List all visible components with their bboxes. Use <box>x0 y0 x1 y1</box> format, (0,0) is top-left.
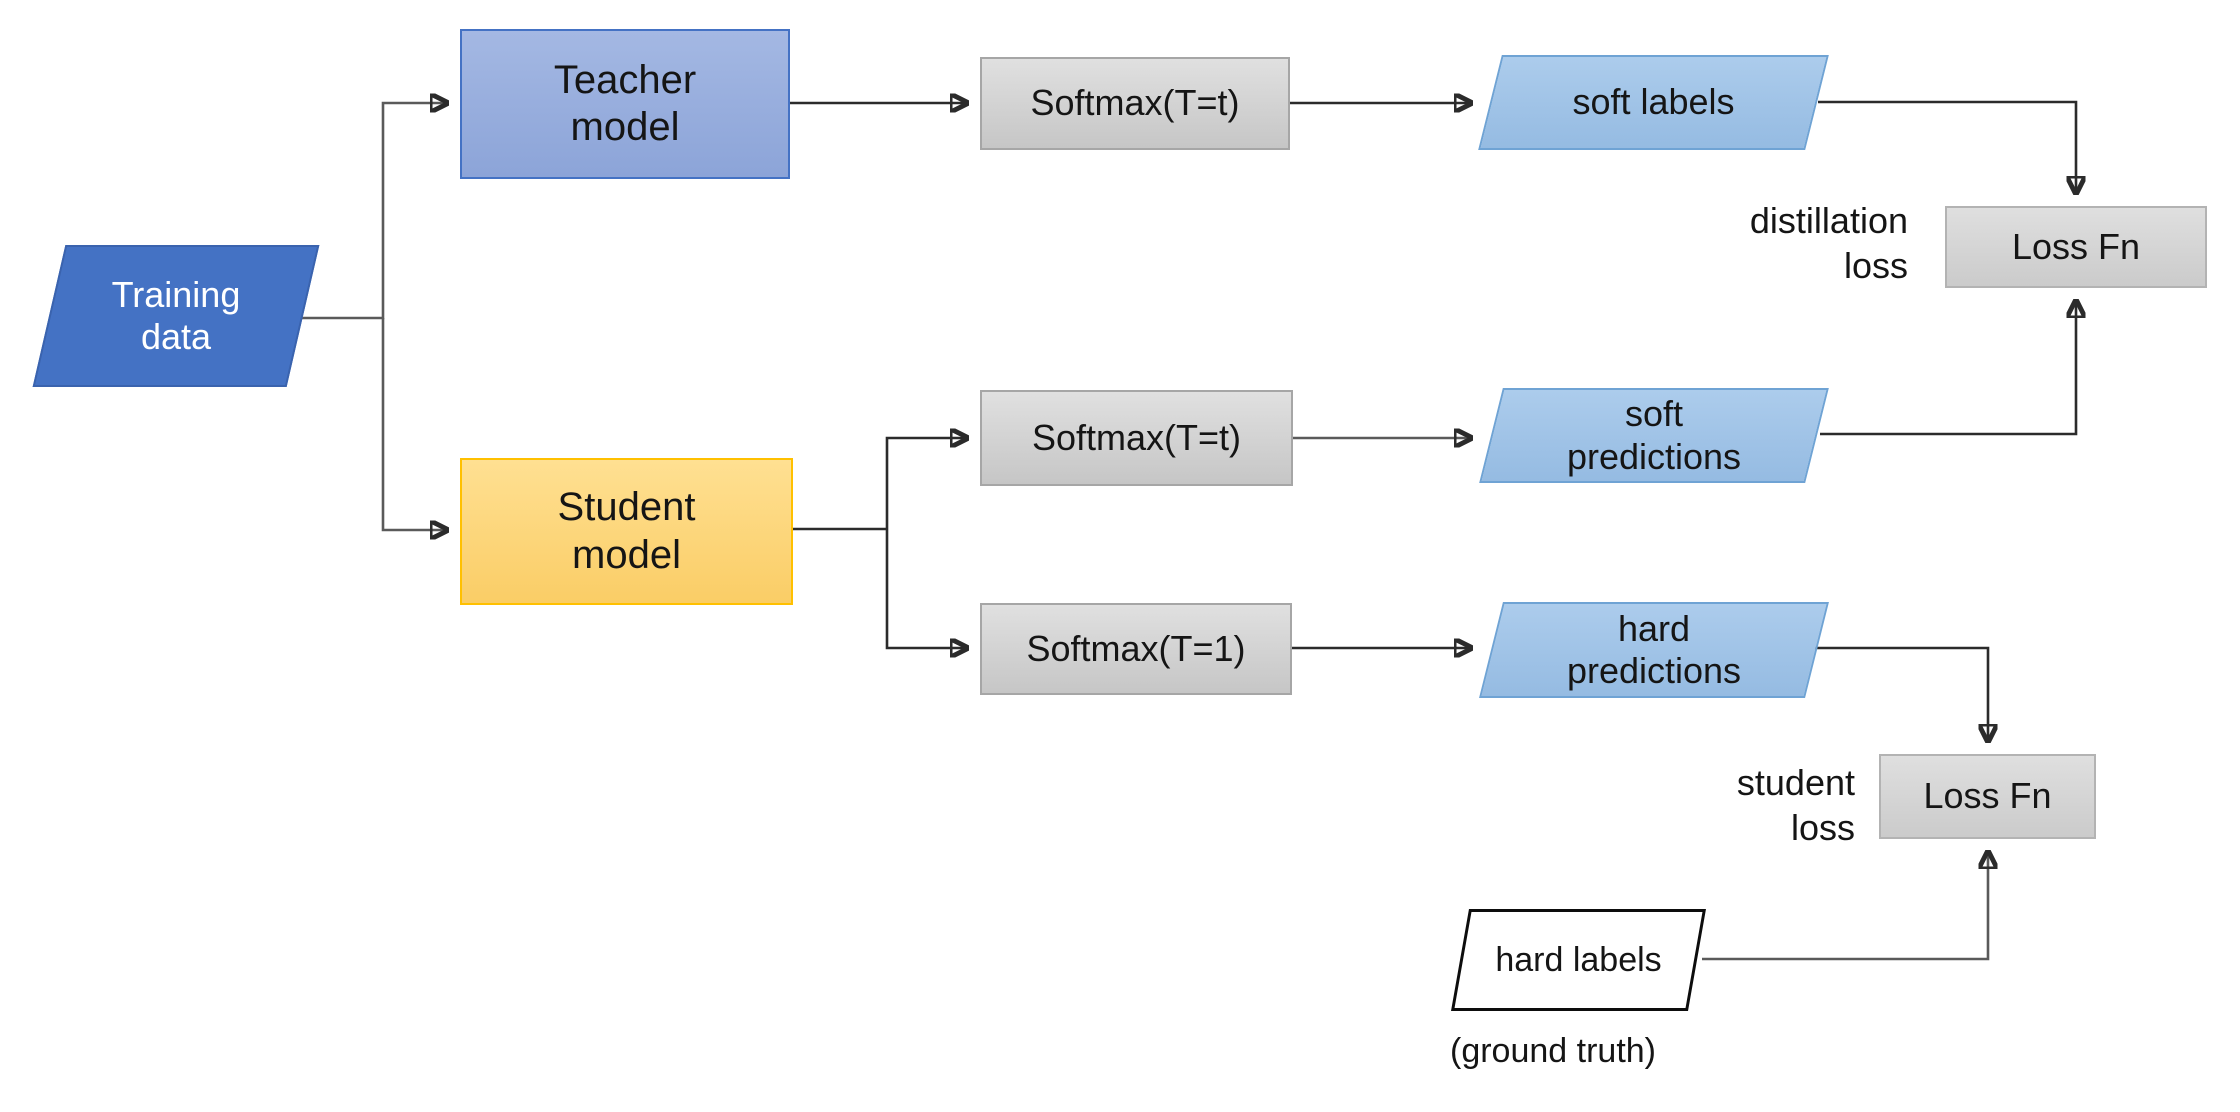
student-softmax-1-node: Softmax(T=1) <box>980 603 1292 695</box>
teacher-softmax-box <box>980 57 1290 150</box>
distillation-loss-fn-node: Loss Fn <box>1945 206 2207 288</box>
training-data-label: Training data <box>111 273 241 357</box>
hard-labels-node: hard labels <box>1449 909 1708 1011</box>
edge-training-to-teacher <box>300 103 446 320</box>
ground-truth-caption: (ground truth) <box>1450 1032 1656 1070</box>
teacher-model-box <box>460 29 790 179</box>
student-loss-fn-node: Loss Fn <box>1879 754 2096 839</box>
hard-predictions-node: hard predictions <box>1478 602 1830 698</box>
training-data-node: Training data <box>32 245 320 387</box>
edge-soft-labels-to-distillation-loss <box>1818 100 2076 192</box>
student-loss-fn-box <box>1879 754 2096 839</box>
student-model-label: Student model <box>557 485 696 577</box>
distillation-loss-fn-box <box>1945 206 2207 288</box>
soft-predictions-node: soft predictions <box>1478 388 1830 483</box>
edge-hard-predictions-to-student-loss <box>1815 646 1988 740</box>
student-loss-fn-label: Loss Fn <box>1923 775 2052 817</box>
soft-predictions-label: soft predictions <box>1566 393 1742 477</box>
student-softmax-t-label: Softmax(T=t) <box>1031 416 1242 458</box>
teacher-model-label: Teacher model <box>553 57 697 149</box>
student-model-node: Student model <box>460 458 793 605</box>
teacher-model-node: Teacher model <box>460 29 790 179</box>
teacher-softmax-label: Softmax(T=t) <box>1030 82 1240 124</box>
edge-student-to-softmax-t <box>885 438 966 530</box>
hard-predictions-label: hard predictions <box>1566 607 1742 691</box>
student-softmax-t-box <box>980 390 1293 486</box>
student-model-box <box>460 458 793 605</box>
soft-labels-node: soft labels <box>1477 55 1830 150</box>
soft-labels-label: soft labels <box>1572 81 1735 123</box>
edge-soft-predictions-to-distillation-loss <box>1820 302 2076 436</box>
hard-labels-label: hard labels <box>1495 940 1662 979</box>
student-loss-annotation: student loss <box>1736 762 1855 848</box>
student-softmax-1-box <box>980 603 1292 695</box>
student-softmax-1-label: Softmax(T=1) <box>1026 627 1246 669</box>
distillation-loss-annotation: distillation loss <box>1749 200 1908 286</box>
teacher-softmax-node: Softmax(T=t) <box>980 57 1290 150</box>
edge-training-to-student <box>381 318 446 530</box>
student-softmax-t-node: Softmax(T=t) <box>980 390 1293 486</box>
distillation-loss-fn-label: Loss Fn <box>2011 225 2141 267</box>
edge-student-to-softmax-1 <box>885 530 966 648</box>
edge-hard-labels-to-student-loss <box>1702 853 1988 961</box>
